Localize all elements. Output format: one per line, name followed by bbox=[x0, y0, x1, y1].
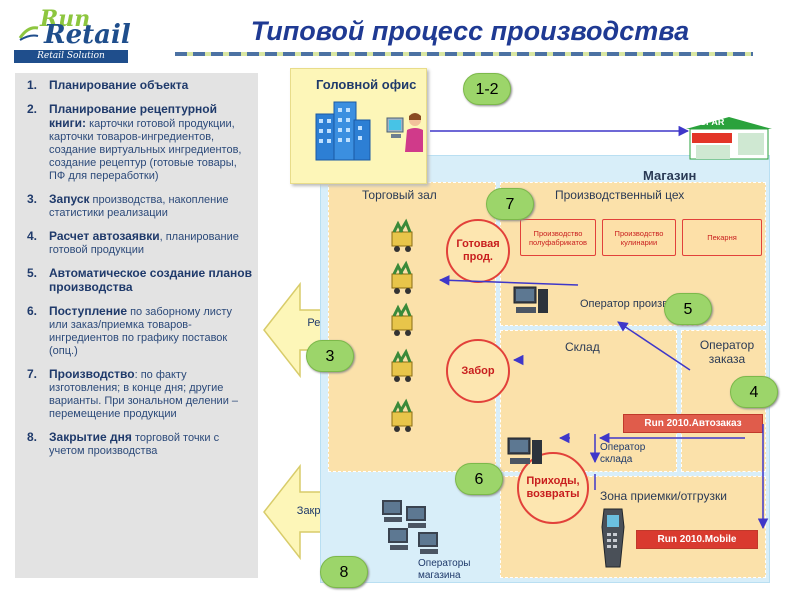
badge-5: 5 bbox=[664, 293, 712, 325]
office-operator-icon bbox=[386, 113, 423, 152]
step-item: 2.Планирование рецептурной книги: карточ… bbox=[27, 102, 242, 183]
office-building-icon bbox=[315, 101, 371, 161]
shopper-icons bbox=[390, 220, 414, 434]
warehouse-label: Склад bbox=[565, 340, 600, 354]
warehouse-computer-icon bbox=[507, 437, 542, 464]
order-operator-zone bbox=[681, 330, 766, 472]
sales-floor-label: Торговый зал bbox=[362, 188, 437, 202]
badge-8: 8 bbox=[320, 556, 368, 588]
step-item: 4.Расчет автозаявки, планирование готово… bbox=[27, 229, 239, 257]
production-label: Производственный цех bbox=[555, 188, 685, 202]
mobile-terminal-icon bbox=[601, 508, 625, 568]
hq-label: Головной офис bbox=[316, 77, 417, 92]
steps-list: 1.Планирование объекта 2.Планирование ре… bbox=[27, 79, 252, 458]
mobile-box: Run 2010.Mobile bbox=[636, 530, 758, 549]
logo-swoosh-icon bbox=[18, 26, 39, 41]
autozakaz-box: Run 2010.Автозаказ bbox=[623, 414, 763, 433]
badge-4: 4 bbox=[730, 376, 778, 408]
order-operator-label: Оператор заказа bbox=[699, 338, 755, 366]
logo-subtitle: Retail Solution bbox=[14, 50, 128, 63]
production-computer-icon bbox=[513, 286, 548, 313]
prod-semi-box: Производство полуфабрикатов bbox=[520, 219, 596, 256]
badge-1-2: 1-2 bbox=[463, 73, 511, 105]
bakery-box: Пекарня bbox=[682, 219, 762, 256]
store-computers-icon bbox=[382, 500, 438, 554]
store-operators-label: Операторы магазина bbox=[418, 558, 471, 581]
title-divider bbox=[175, 52, 753, 56]
spar-store-icon bbox=[686, 117, 772, 160]
logo: Run Retail Retail Solution bbox=[8, 6, 131, 63]
logo-run: Run bbox=[40, 6, 91, 32]
badge-3: 3 bbox=[306, 340, 354, 372]
step-item: 8.Закрытие дня торговой точки с учетом п… bbox=[27, 430, 220, 458]
finished-goods-circle: Готовая прод. bbox=[446, 219, 510, 283]
step-item: 1.Планирование объекта bbox=[27, 78, 189, 92]
receiving-label: Зона приемки/отгрузки bbox=[600, 489, 727, 503]
page-title: Типовой процесс производства bbox=[250, 16, 690, 46]
step-item: 6.Поступление по заборному листу или зак… bbox=[27, 304, 233, 358]
badge-7: 7 bbox=[486, 188, 534, 220]
step-item: 3.Запуск производства, накопление статис… bbox=[27, 192, 229, 220]
badge-6: 6 bbox=[455, 463, 503, 495]
prod-cooking-box: Производство кулинарии bbox=[602, 219, 676, 256]
store-label: Магазин bbox=[643, 168, 697, 183]
step-item: 5.Автоматическое создание планов произво… bbox=[27, 266, 252, 294]
pickup-circle: Забор bbox=[446, 339, 510, 403]
steps-panel: 1.Планирование объекта 2.Планирование ре… bbox=[15, 73, 258, 578]
warehouse-operator-label: Оператор склада bbox=[600, 442, 646, 465]
logo-retail: Retail bbox=[44, 20, 131, 50]
spar-label: SPAR bbox=[700, 117, 725, 127]
step-item: 7.Производство: по факту изготовления; в… bbox=[27, 367, 239, 421]
